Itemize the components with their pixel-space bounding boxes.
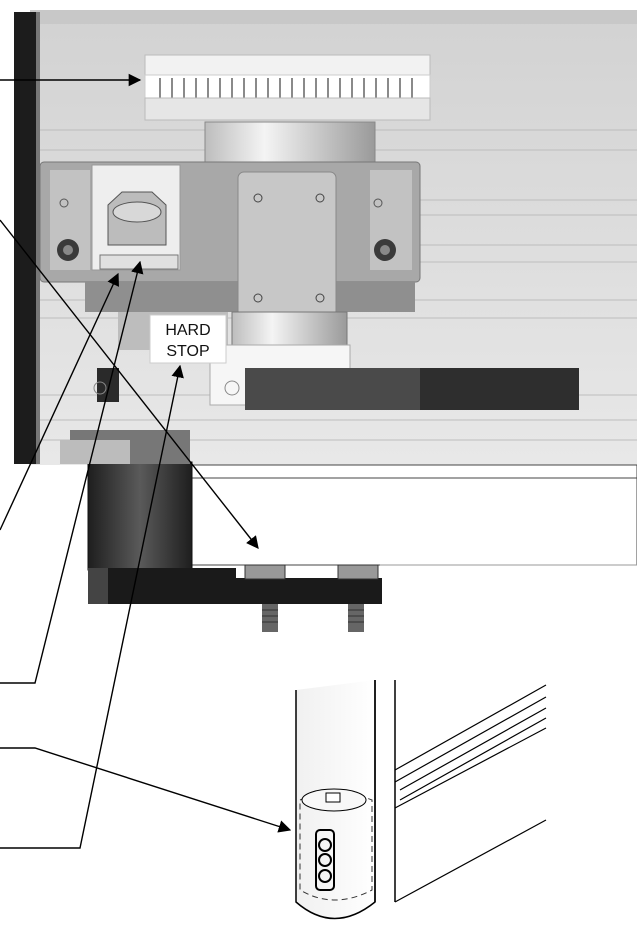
hard-stop-label: HARD STOP <box>149 314 227 364</box>
hex-nut <box>337 564 379 580</box>
threaded-stud <box>262 604 278 632</box>
tube-inset <box>295 680 547 920</box>
cap-plate <box>237 171 337 318</box>
leader-lines <box>0 73 292 849</box>
leader-arrow-hard-stop <box>0 364 184 849</box>
bolt-detail <box>315 829 335 891</box>
leader-arrow-nut <box>0 272 119 531</box>
leader-arrow-washer <box>0 260 144 684</box>
motor-mount-bracket <box>88 564 382 632</box>
leader-arrow-tube-stop <box>0 747 292 833</box>
left-side-plate <box>14 12 38 464</box>
hard-stop-label-line-1: HARD <box>165 322 210 339</box>
lock-nut <box>91 164 181 271</box>
leader-arrow-bracket-screws <box>0 219 259 549</box>
hard-stop-label-line-2: STOP <box>166 343 209 360</box>
timing-pulley <box>144 54 431 121</box>
threaded-stud <box>348 604 364 632</box>
rail-bottom-edge <box>191 464 637 566</box>
stepper-motor <box>60 430 193 571</box>
hex-nut <box>244 564 286 580</box>
